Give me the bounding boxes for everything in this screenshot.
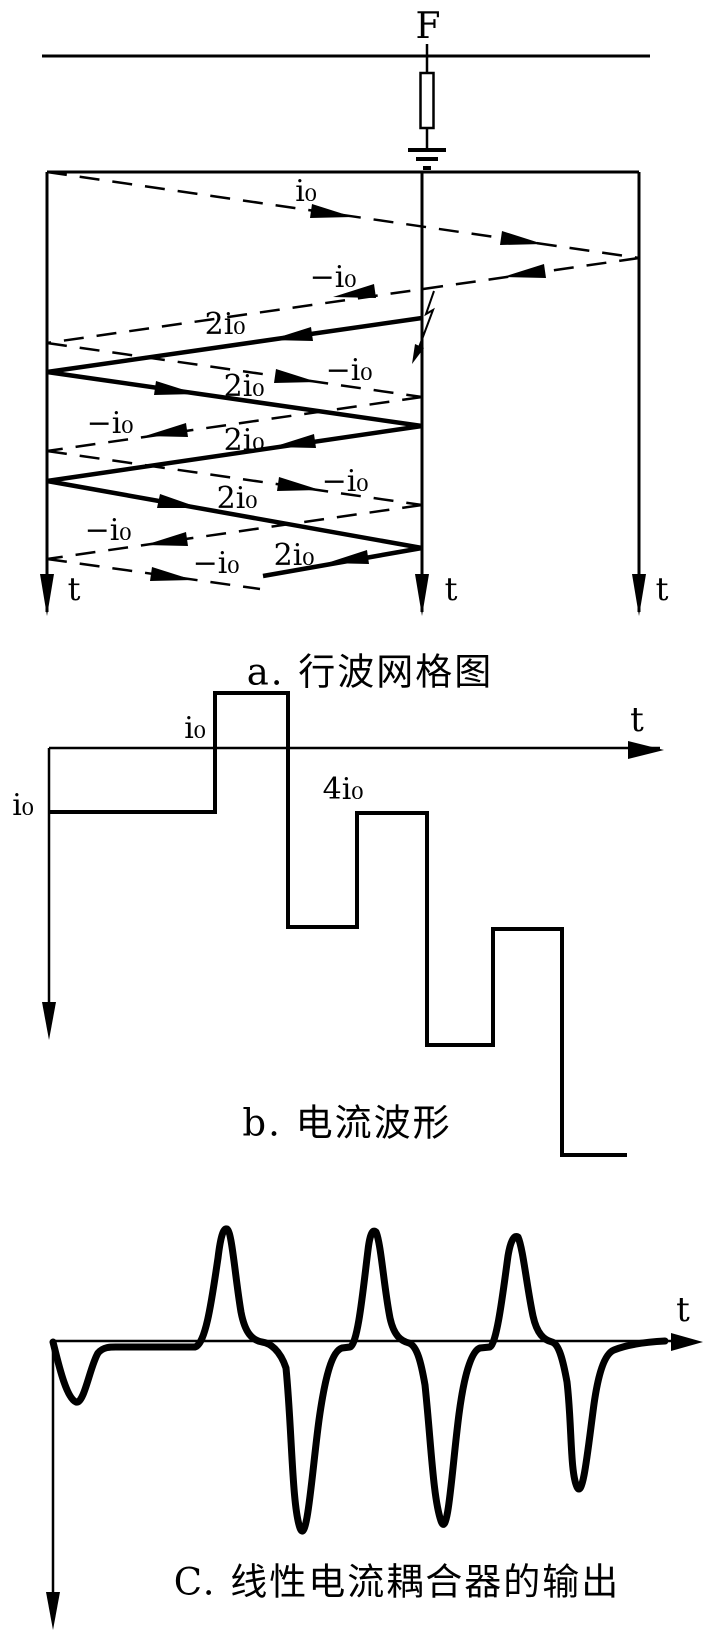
time-axis-label-b: t xyxy=(630,700,644,740)
time-axis-arrowheads xyxy=(40,574,646,616)
lattice-frame xyxy=(45,170,641,612)
current-label-4i0: 4i₀ xyxy=(322,772,364,807)
wave-label-2i0-3: 2i₀ xyxy=(223,423,265,458)
wave-2i0-1 xyxy=(46,315,423,375)
wave-neg-i0-4 xyxy=(46,449,423,507)
wave-2i0-3 xyxy=(46,423,423,484)
wave-label-neg-i0-1: −i₀ xyxy=(309,260,357,295)
wave-label-2i0-1: 2i₀ xyxy=(204,307,246,342)
wave-2i0-4 xyxy=(46,478,423,551)
fault-label: F xyxy=(415,6,441,47)
current-waveform xyxy=(49,691,627,1157)
wave-neg-i0-3 xyxy=(46,395,423,453)
wave-label-2i0-2: 2i₀ xyxy=(223,369,265,404)
wave-label-neg-i0-4: −i₀ xyxy=(321,464,369,499)
transmission-line xyxy=(42,44,650,73)
ground-symbol xyxy=(408,148,446,170)
wave-arrowheads xyxy=(145,204,546,581)
current-label-i0-step: i₀ xyxy=(184,711,206,746)
wave-label-neg-i0-6: −i₀ xyxy=(192,546,240,581)
current-axes-arrowheads xyxy=(42,741,664,1040)
time-axis-label-middle: t xyxy=(444,570,458,608)
fault-resistor xyxy=(419,71,435,150)
wave-neg-i0-2 xyxy=(46,341,423,399)
wave-label-2i0-5: 2i₀ xyxy=(273,538,315,573)
wave-2i0-2 xyxy=(46,369,423,429)
caption-a: a. 行波网格图 xyxy=(246,650,494,694)
caption-b: b. 电流波形 xyxy=(242,1101,452,1145)
wave-label-i0: i₀ xyxy=(295,174,317,209)
current-axes xyxy=(47,746,660,1022)
coupler-axes-arrowheads xyxy=(46,1333,703,1630)
lightning-arrow xyxy=(412,290,435,364)
wave-label-neg-i0-3: −i₀ xyxy=(86,406,134,441)
time-axis-label-right: t xyxy=(655,570,669,608)
wave-neg-i0-5 xyxy=(46,503,423,561)
wave-lines-solid xyxy=(46,315,423,579)
current-label-i0-initial: i₀ xyxy=(12,788,34,823)
wave-label-2i0-4: 2i₀ xyxy=(216,481,258,516)
caption-c: C. 线性电流耦合器的输出 xyxy=(173,1560,621,1604)
coupler-output-waveform xyxy=(49,1225,669,1535)
time-axis-label-c: t xyxy=(676,1290,690,1330)
wave-label-neg-i0-5: −i₀ xyxy=(84,513,132,548)
time-axis-label-left: t xyxy=(67,570,81,608)
coupler-axes xyxy=(51,1339,675,1612)
wave-label-neg-i0-2: −i₀ xyxy=(325,353,373,388)
